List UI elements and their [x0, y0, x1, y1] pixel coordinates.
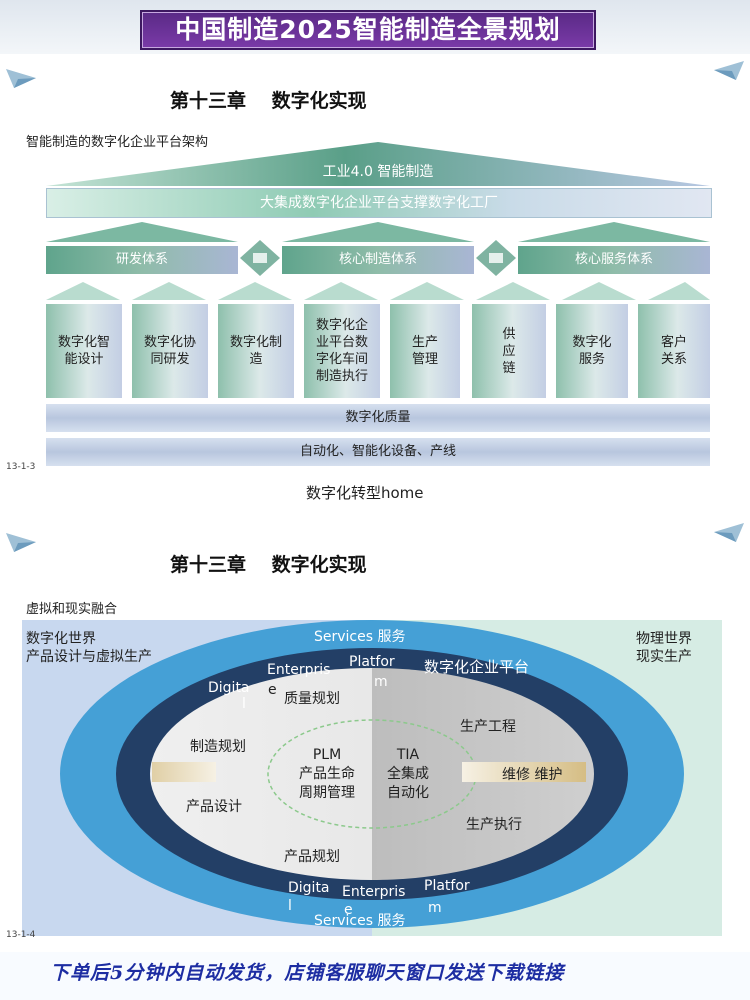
column-production-mgmt: 生产管理	[390, 304, 460, 398]
chapter-title: 第十三章 数字化实现	[170, 554, 367, 576]
ring-word: m	[374, 674, 388, 690]
ring-word: Platfor	[424, 878, 470, 894]
diagram-subtitle: 虚拟和现实融合	[26, 602, 118, 617]
ring-word: Enterpris	[267, 662, 331, 678]
column-label: 数字化智能设计	[57, 335, 110, 367]
tia-block: TIA 全集成 自动化	[376, 746, 440, 803]
connector-diamond-icon	[240, 240, 280, 276]
paper-plane-icon	[714, 523, 744, 542]
roof-label: 工业4.0 智能制造	[322, 164, 434, 180]
column-label: 数字化协同研发	[143, 335, 196, 367]
plm-title: PLM	[312, 747, 342, 763]
tia-line: 全集成	[387, 766, 429, 782]
footer-text: 下单后5分钟内自动发货，店铺客服聊天窗口发送下载链接	[50, 962, 565, 984]
caption: 数字化转型home	[306, 484, 424, 502]
paper-plane-icon	[714, 61, 744, 80]
footer-ribbon	[0, 952, 750, 1000]
ring-word: 数字化企业平台	[424, 658, 530, 676]
column-label: 数字化服务	[572, 335, 612, 367]
fusion-ellipse-diagram	[60, 620, 684, 928]
manufacturing-plan-label: 制造规划	[190, 739, 246, 755]
services-label-bottom: Services 服务	[314, 913, 406, 929]
tia-line: 自动化	[387, 785, 429, 801]
column-smart-design: 数字化智能设计	[46, 304, 122, 398]
page-code: 13-1-4	[6, 930, 36, 940]
ring-word: Digita	[288, 880, 330, 896]
digital-world-label: 数字化世界	[26, 631, 96, 647]
product-design-label: 产品设计	[186, 799, 242, 815]
column-label: 客户关系	[660, 335, 687, 367]
connector-diamond-icon	[476, 240, 516, 276]
production-engineering-label: 生产工程	[460, 719, 516, 735]
ring-word: Digita	[208, 680, 250, 696]
ring-word: l	[288, 898, 292, 914]
banner-title: 中国制造2025智能制造全景规划	[140, 10, 596, 50]
column-collab-rd: 数字化协同研发	[132, 304, 208, 398]
ring-word: e	[268, 682, 277, 698]
page-code: 13-1-3	[6, 462, 36, 472]
plm-block: PLM 产品生命 周期管理	[292, 746, 362, 803]
product-plan-label: 产品规划	[284, 849, 340, 865]
column-label: 供应链	[502, 326, 516, 376]
services-label-top: Services 服务	[314, 629, 406, 645]
system-core-manufacturing: 核心制造体系	[282, 246, 474, 274]
column-mes: 数字化企业平台数字化车间制造执行	[304, 304, 380, 398]
ring-word: l	[242, 696, 246, 712]
column-roofs	[46, 282, 710, 300]
system-core-service: 核心服务体系	[518, 246, 710, 274]
roof-shape	[46, 142, 710, 186]
column-label: 数字化企业平台数字化车间制造执行	[315, 318, 368, 384]
system-roof	[46, 222, 238, 242]
platform-band: 大集成数字化企业平台支撑数字化工厂	[46, 188, 712, 218]
ring-word: e	[344, 902, 353, 918]
diagram-subtitle: 智能制造的数字化企业平台架构	[26, 135, 209, 150]
maintenance-label: 维修 维护	[502, 767, 563, 783]
quality-plan-label: 质量规划	[284, 691, 340, 707]
column-customer-relation: 客户关系	[638, 304, 710, 398]
paper-plane-icon	[6, 533, 36, 552]
column-label: 生产管理	[411, 335, 438, 367]
chapter-title: 第十三章 数字化实现	[170, 90, 367, 112]
automation-band: 自动化、智能化设备、产线	[46, 438, 710, 466]
ring-word: Platfor	[349, 654, 395, 670]
slide-1	[0, 56, 750, 511]
system-roof	[518, 222, 710, 242]
ring-word: m	[428, 900, 442, 916]
column-label: 数字化制造	[229, 335, 282, 367]
real-production-label: 现实生产	[636, 649, 692, 665]
column-digital-service: 数字化服务	[556, 304, 628, 398]
column-digital-mfg: 数字化制造	[218, 304, 294, 398]
production-execution-label: 生产执行	[466, 817, 522, 833]
system-roof	[282, 222, 474, 242]
paper-plane-icon	[6, 69, 36, 88]
plm-line: 产品生命	[299, 766, 355, 782]
ring-word: Enterpris	[342, 884, 406, 900]
column-supply-chain: 供应链	[472, 304, 546, 398]
physical-world-label: 物理世界	[636, 631, 692, 647]
quality-band: 数字化质量	[46, 404, 710, 432]
plm-line: 周期管理	[299, 785, 355, 801]
virtual-production-label: 产品设计与虚拟生产	[26, 649, 152, 665]
system-rd: 研发体系	[46, 246, 238, 274]
tia-title: TIA	[396, 747, 420, 763]
